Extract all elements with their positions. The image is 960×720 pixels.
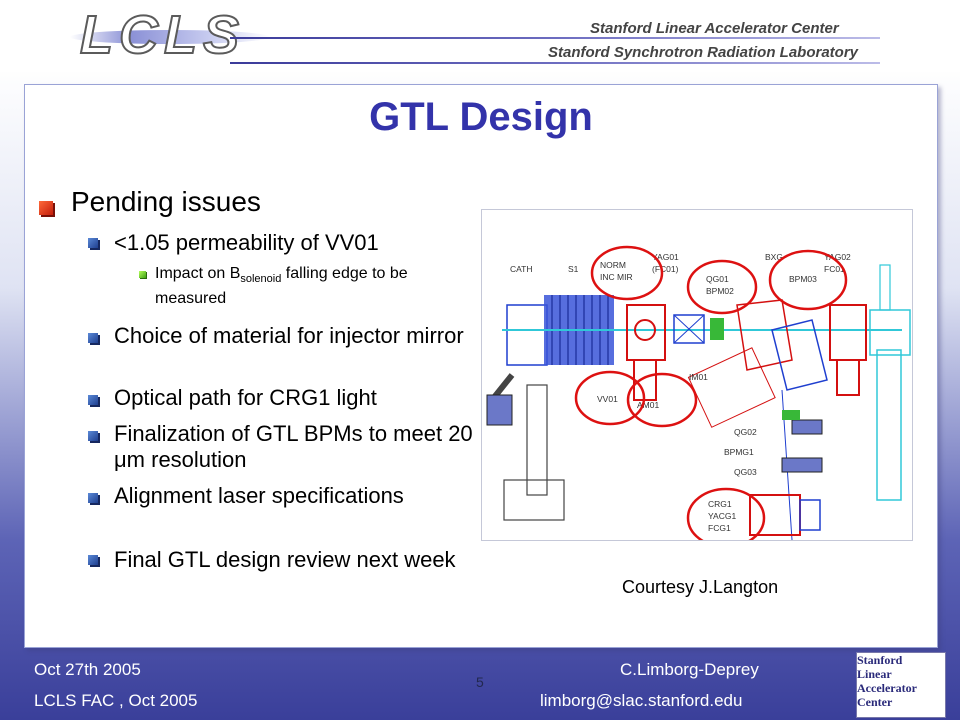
figure-credit: Courtesy J.Langton	[622, 577, 779, 597]
label-crg1: CRG1	[708, 499, 732, 509]
label-norm: NORM	[600, 260, 626, 270]
item-design-review: Final GTL design review next week	[114, 547, 456, 572]
footer-date: Oct 27th 2005	[34, 660, 141, 679]
slide-panel: GTL Design Pending issues <1.05 permeabi…	[24, 84, 938, 648]
label-qg01: QG01	[706, 274, 729, 284]
page-number: 5	[476, 674, 484, 690]
label-vv01: VV01	[597, 394, 618, 404]
item-bpm-finalization: Finalization of GTL BPMs to meet 20 μm r…	[114, 421, 473, 472]
label-yag01: YAG01	[652, 252, 679, 262]
label-bpm02: BPM02	[706, 286, 734, 296]
label-qg02: QG02	[734, 427, 757, 437]
lcls-logo: LCLS	[79, 4, 245, 66]
label-bpmg1: BPMG1	[724, 447, 754, 457]
label-qg03: QG03	[734, 467, 757, 477]
label-fc01b: FC01	[824, 264, 845, 274]
item-permeability: <1.05 permeability of VV01	[114, 230, 379, 255]
lab-name-ssrl: Stanford Synchrotron Radiation Laborator…	[548, 44, 859, 61]
slac-logo-line3: Accelerator	[857, 681, 917, 695]
slac-logo-line2: Linear	[857, 667, 892, 681]
beamline-layout-figure: CATH S1 NORM INC MIR YAG01 (FC01) QG01 B…	[481, 209, 913, 549]
spectrometer-line	[749, 410, 823, 536]
label-s1: S1	[568, 264, 579, 274]
bullet-level2-icon	[88, 493, 98, 503]
subitem-subscript: solenoid	[240, 273, 282, 286]
bullet-level1-icon	[39, 201, 53, 215]
label-im01: IM01	[689, 372, 708, 382]
footer-author: C.Limborg-Deprey	[620, 660, 759, 679]
bullet-level2-icon	[88, 333, 98, 343]
label-am01: AM01	[637, 400, 659, 410]
label-yacg1: YACG1	[708, 511, 736, 521]
item-mirror-material: Choice of material for injector mirror	[114, 323, 464, 348]
label-cath: CATH	[510, 264, 533, 274]
label-inc-mir: INC MIR	[600, 272, 633, 282]
subitem-suffix: falling edge to be measured	[155, 265, 408, 308]
label-fcg1: FCG1	[708, 523, 731, 533]
header: LCLS Stanford Linear Accelerator Center …	[0, 0, 960, 72]
injector-chamber	[626, 304, 724, 401]
header-rule-bottom	[230, 62, 880, 64]
bullet-level2-icon	[88, 431, 98, 441]
item-optical-path: Optical path for CRG1 light	[114, 385, 377, 410]
bullet-level2-icon	[88, 555, 98, 565]
downstream-chambers	[829, 264, 911, 501]
bullet-level2-icon	[88, 238, 98, 248]
footer-event: LCLS FAC , Oct 2005	[34, 691, 198, 710]
beamline-drawing: CATH S1 NORM INC MIR YAG01 (FC01) QG01 B…	[486, 245, 911, 549]
label-yag02: YAG02	[824, 252, 851, 262]
slac-logo: Stanford Linear Accelerator Center	[856, 652, 946, 718]
label-bpm03: BPM03	[789, 274, 817, 284]
header-rule-top	[230, 37, 880, 39]
slac-logo-line1: Stanford	[857, 653, 903, 667]
bullet-level2-icon	[88, 395, 98, 405]
footer-email: limborg@slac.stanford.edu	[540, 691, 743, 710]
gun-assembly	[486, 295, 614, 521]
highlight-rings	[574, 245, 848, 549]
subitem-solenoid: Impact on Bsolenoid falling edge to be m…	[155, 264, 415, 309]
bullet-level3-icon	[139, 271, 146, 278]
label-bxg: BXG	[765, 252, 783, 262]
logo-swoosh	[70, 30, 270, 44]
slac-logo-line4: Center	[857, 695, 893, 709]
lab-name-slac: Stanford Linear Accelerator Center	[590, 20, 839, 37]
slide-title: GTL Design	[369, 95, 593, 139]
bullet-pending-issues: Pending issues	[71, 186, 261, 217]
subitem-prefix: Impact on B	[155, 265, 241, 282]
item-alignment-laser: Alignment laser specifications	[114, 483, 404, 508]
label-fc01: (FC01)	[652, 264, 679, 274]
